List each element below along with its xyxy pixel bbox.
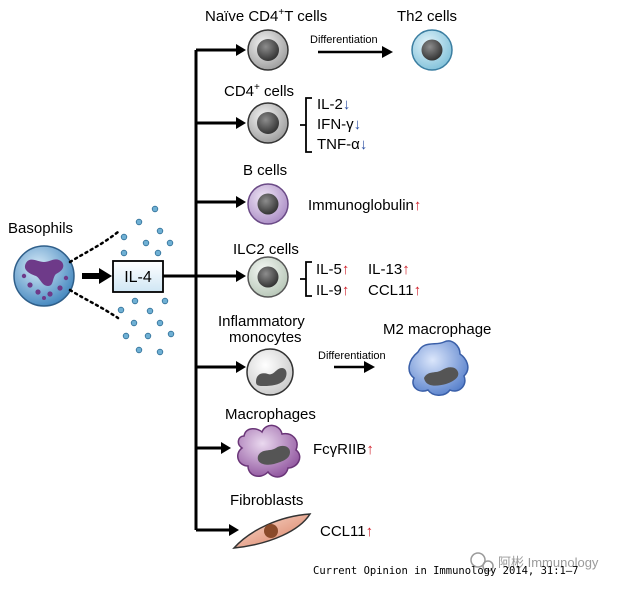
row-ilc2: ILC2 cells IL-5↑ IL-13↑ IL-9↑ CCL11↑: [233, 241, 421, 299]
cd4-effect-ifng: IFN-γ↓: [317, 116, 361, 133]
m2-macrophage-label: M2 macrophage: [383, 321, 491, 338]
ilc2-effect-il13: IL-13↑: [368, 261, 410, 278]
monocyte-cell-icon: [246, 348, 294, 396]
row-naive-cd4: Naïve CD4+T cells Differentiation Th2 ce…: [205, 7, 457, 71]
differentiation-arrow-top: [318, 46, 393, 58]
th2-cell-icon: [411, 29, 453, 71]
fibroblasts-label: Fibroblasts: [230, 492, 303, 509]
m2-macrophage-icon: [408, 340, 469, 396]
watermark: 阿彬 Immunology: [470, 552, 599, 572]
differentiation-arrow-bottom: [334, 361, 375, 373]
ilc2-effects-bracket: [300, 261, 312, 297]
ilc2-cell-icon: [247, 256, 289, 298]
differentiation-label-top: Differentiation: [310, 34, 378, 46]
row-fibroblasts: Fibroblasts CCL11↑: [230, 492, 373, 549]
basophil-source: Basophils IL-4: [8, 205, 175, 356]
il4-particles: [117, 205, 175, 356]
ilc2-effect-il9: IL-9↑: [316, 282, 349, 299]
differentiation-label-bottom: Differentiation: [318, 350, 386, 362]
b-cells-effect: Immunoglobulin↑: [308, 197, 421, 214]
cd4-cells-label: CD4+ cells: [224, 82, 294, 100]
monocytes-label-line1: Inflammatory: [218, 313, 305, 330]
row-b-cells: B cells Immunoglobulin↑: [243, 162, 421, 225]
ilc2-effect-ccl11: CCL11↑: [368, 282, 421, 299]
th2-cells-label: Th2 cells: [397, 8, 457, 25]
citation-text: Current Opinion in Immunology 2014, 31:1…: [313, 565, 579, 577]
cd4-effects-bracket: [300, 97, 312, 153]
fibroblast-cell-icon: [232, 513, 312, 549]
ilc2-effect-il5: IL-5↑: [316, 261, 349, 278]
macrophage-icon: [237, 424, 301, 478]
macrophages-effect: FcγRIIB↑: [313, 441, 374, 458]
release-dotted-lines: [68, 230, 120, 320]
fibroblasts-effect: CCL11↑: [320, 523, 373, 540]
naive-cd4-label: Naïve CD4+T cells: [205, 7, 327, 25]
cd4-cell-icon: [247, 102, 289, 144]
il4-label: IL-4: [124, 269, 152, 286]
basophil-cell-icon: [13, 245, 75, 307]
watermark-text: 阿彬 Immunology: [498, 555, 599, 570]
naive-cd4-cell-icon: [247, 29, 289, 71]
branch-arrowheads: [221, 44, 246, 536]
ilc2-cells-label: ILC2 cells: [233, 241, 299, 258]
macrophages-label: Macrophages: [225, 406, 316, 423]
row-monocytes: Inflammatory monocytes Differentiation M…: [218, 313, 491, 396]
il4-box: IL-4: [112, 260, 164, 293]
connector-lines: [163, 48, 238, 532]
b-cells-label: B cells: [243, 162, 287, 179]
b-cell-icon: [247, 183, 289, 225]
monocytes-label-line2: monocytes: [229, 329, 302, 346]
basophils-label: Basophils: [8, 220, 73, 237]
cd4-effect-tnfa: TNF-α↓: [317, 136, 367, 153]
row-macrophages: Macrophages FcγRIIB↑: [225, 406, 374, 478]
row-cd4: CD4+ cells IL-2↓ IFN-γ↓ TNF-α↓: [224, 82, 367, 153]
cd4-effect-il2: IL-2↓: [317, 96, 350, 113]
il4-release-arrow: [82, 268, 112, 284]
